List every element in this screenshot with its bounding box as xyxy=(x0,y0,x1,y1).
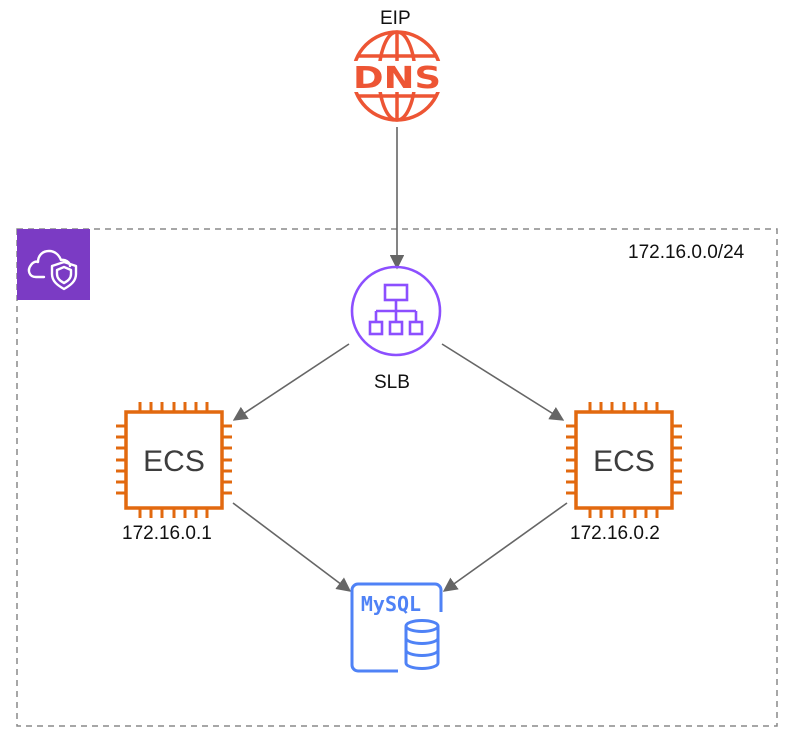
dns-globe-icon: DNS xyxy=(350,30,444,122)
edge-slb-ecs-1 xyxy=(232,343,350,421)
chip-icon xyxy=(116,402,232,518)
cloud-shield-icon xyxy=(27,249,78,291)
eip-label: EIP xyxy=(380,8,411,29)
edges xyxy=(232,127,568,592)
edge-slb-ecs-2 xyxy=(441,343,565,421)
vpc-badge xyxy=(17,229,90,300)
ecs-2-ip-label: 172.16.0.2 xyxy=(570,523,660,544)
dns-icon-text: DNS xyxy=(353,61,441,96)
load-balancer-icon xyxy=(350,265,442,357)
chip-icon xyxy=(566,402,682,518)
ecs-1-node: ECS xyxy=(116,402,232,518)
ecs-1-ip-label: 172.16.0.1 xyxy=(122,523,212,544)
edge-ecs-1-db xyxy=(232,502,352,592)
mysql-icon-text: MySQL xyxy=(361,592,421,616)
edge-ecs-2-db xyxy=(442,502,568,592)
database-icon xyxy=(350,582,446,676)
ecs-2-chip-text: ECS xyxy=(593,445,655,478)
ecs-2-node: ECS xyxy=(566,402,682,518)
vpc-cidr-label: 172.16.0.0/24 xyxy=(628,242,745,263)
mysql-node: MySQL xyxy=(350,582,446,676)
slb-label: SLB xyxy=(374,372,410,393)
ecs-1-chip-text: ECS xyxy=(143,445,205,478)
